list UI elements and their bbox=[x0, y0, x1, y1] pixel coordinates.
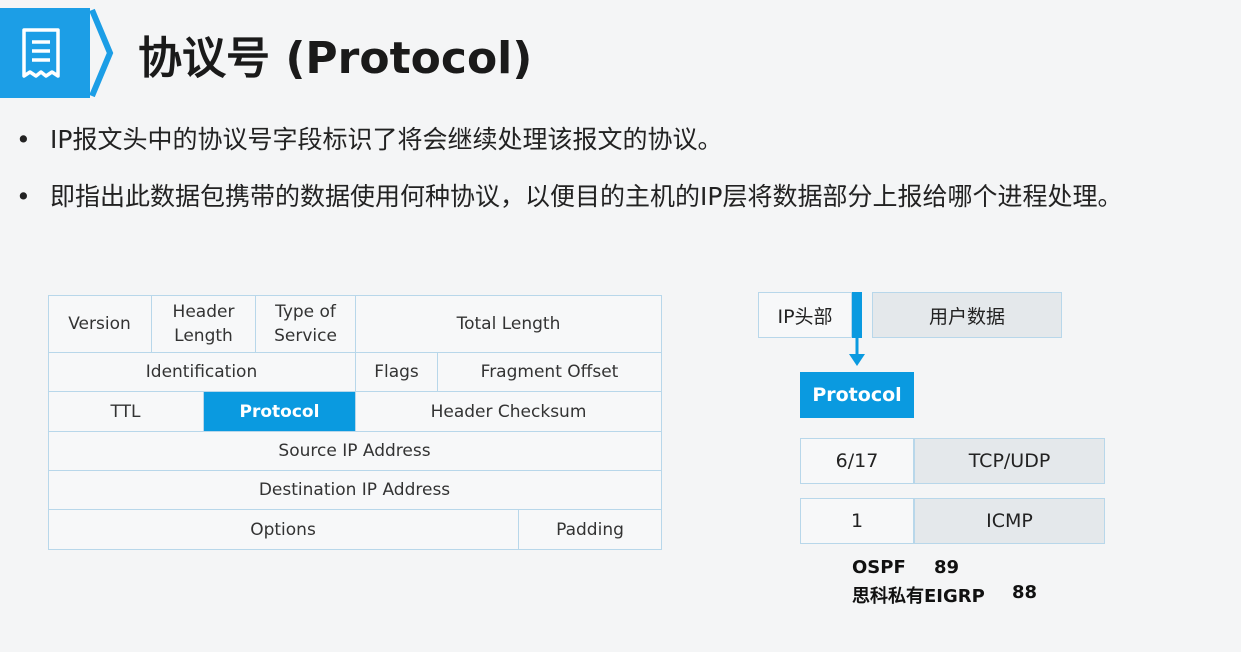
header-checksum-cell: Header Checksum bbox=[356, 392, 662, 432]
ttl-cell: TTL bbox=[48, 392, 204, 432]
protocol-cell: Protocol bbox=[204, 392, 356, 432]
bullet-1: • IP报文头中的协议号字段标识了将会继续处理该报文的协议。 bbox=[16, 120, 722, 156]
note-eigrp: 思科私有EIGRP bbox=[852, 582, 985, 608]
version-cell: Version bbox=[48, 295, 152, 353]
user-data-box: 用户数据 bbox=[872, 292, 1062, 338]
tos-line-2: Service bbox=[274, 325, 337, 346]
bullet-marker: • bbox=[16, 182, 31, 211]
header-length-line-1: Header bbox=[172, 301, 235, 322]
identification-cell: Identification bbox=[48, 353, 356, 392]
protocol-value-cell: 6/17 bbox=[800, 438, 914, 484]
title-badge bbox=[0, 8, 90, 98]
note-ospf-number: 89 bbox=[934, 557, 960, 578]
ip-header-table: Version Header Length Type of Service To… bbox=[48, 295, 662, 550]
protocol-name-cell: ICMP bbox=[914, 498, 1105, 544]
total-length-cell: Total Length bbox=[356, 295, 662, 353]
bullet-2: • 即指出此数据包携带的数据使用何种协议，以便目的主机的IP层将数据部分上报给哪个… bbox=[16, 177, 1122, 213]
padding-cell: Padding bbox=[519, 510, 662, 550]
note-name: OSPF bbox=[852, 557, 906, 578]
protocol-value-cell: 1 bbox=[800, 498, 914, 544]
fragment-offset-cell: Fragment Offset bbox=[438, 353, 662, 392]
note-name: 思科私有EIGRP bbox=[852, 586, 985, 607]
header-length-line-2: Length bbox=[174, 325, 233, 346]
protocol-name-cell: TCP/UDP bbox=[914, 438, 1105, 484]
note-eigrp-number: 88 bbox=[1012, 582, 1038, 603]
tos-cell: Type of Service bbox=[256, 295, 356, 353]
options-cell: Options bbox=[48, 510, 519, 550]
header-length-cell: Header Length bbox=[152, 295, 256, 353]
protocol-marker bbox=[852, 292, 862, 338]
ip-header-label: IP头部 bbox=[777, 305, 833, 328]
document-icon bbox=[22, 28, 60, 78]
destination-ip-cell: Destination IP Address bbox=[48, 471, 662, 510]
bullet-marker: • bbox=[16, 125, 31, 154]
arrow-down-icon bbox=[849, 338, 865, 366]
tos-line-1: Type of bbox=[275, 301, 336, 322]
ip-header-box: IP头部 bbox=[758, 292, 852, 338]
page-title: 协议号 (Protocol) bbox=[138, 33, 533, 84]
bullet-text: IP报文头中的协议号字段标识了将会继续处理该报文的协议。 bbox=[50, 125, 723, 154]
user-data-label: 用户数据 bbox=[928, 305, 1005, 328]
chevron-right-icon bbox=[89, 8, 114, 98]
flags-cell: Flags bbox=[356, 353, 438, 392]
source-ip-cell: Source IP Address bbox=[48, 432, 662, 471]
protocol-label: Protocol bbox=[812, 384, 902, 406]
note-ospf: OSPF bbox=[852, 557, 906, 578]
bullet-text: 即指出此数据包携带的数据使用何种协议，以便目的主机的IP层将数据部分上报给哪个进… bbox=[50, 182, 1123, 211]
protocol-box: Protocol bbox=[800, 372, 914, 418]
